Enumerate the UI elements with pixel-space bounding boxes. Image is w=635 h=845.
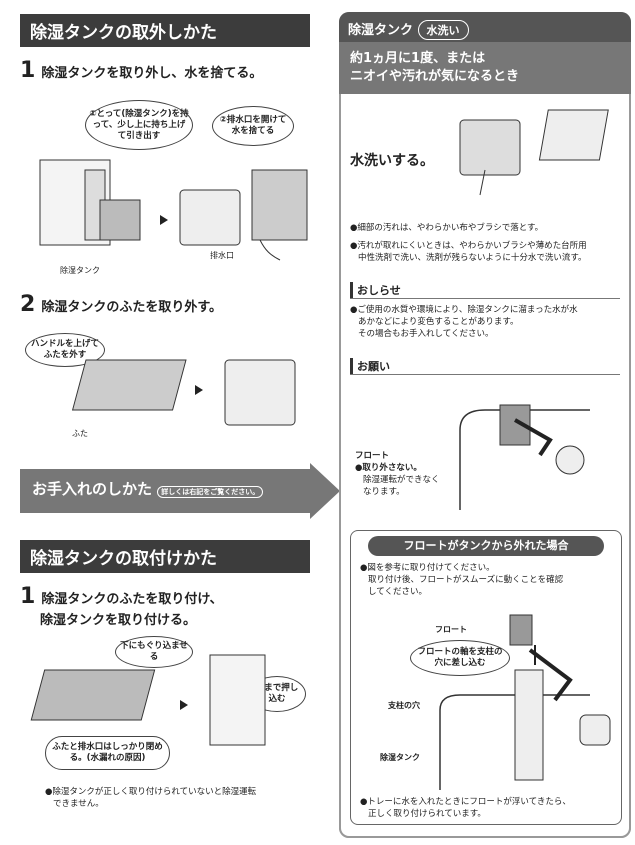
callout-open-drain: ②排水口を開けて水を捨てる [212,106,294,146]
float-detached-text: ●図を参考に取り付けてください。 取り付け後、フロートがスムーズに動くことを確認… [360,563,564,597]
wash-pill: 水洗い [417,20,469,40]
care-banner-note: 詳しくは右記をご覧ください。 [157,486,264,498]
notice-title: おしらせ [350,282,401,298]
request-title: お願い [350,358,390,374]
care-banner-arrow [20,463,340,519]
illus-wash [459,109,609,196]
label-lid: ふた [72,429,88,438]
bottom-note: ●除湿タンクが正しく取り付けられていないと除湿運転 できません。 [45,787,257,809]
request-rule [350,374,620,375]
wash-heading: 水洗いする。 [350,153,434,169]
remove-section-title: 除湿タンクの取外しかた [20,14,310,47]
illus-remove-tank [39,159,308,261]
float-note: フロート ●取り外さない。 除湿運転ができなく なります。 [355,451,440,497]
care-panel-header: 除湿タンク 水洗い [348,19,469,40]
box-tank-label: 除湿タンク [380,753,420,762]
illus-float-attach [439,614,611,790]
float-detached-box [350,530,622,825]
care-panel-header-bg [339,12,631,42]
attach-section-title: 除湿タンクの取付けかた [20,540,310,573]
callout-close-lid: ふたと排水口はしっかり閉める。(水漏れの原因) [45,736,170,770]
float-detached-title: フロートがタンクから外れた場合 [368,536,604,556]
care-banner: お手入れのしかた 詳しくは右記をご覧ください。 [32,478,264,499]
illus-float [459,404,590,510]
notice-rule [350,298,620,299]
box-float-label: フロート [435,625,467,634]
freq-bg [339,42,631,94]
freq-text: 約1ヵ月に1度、または ニオイや汚れが気になるとき [350,51,520,84]
callout-insert-shaft: フロートの軸を支柱の穴に差し込む [410,640,510,676]
illus-attach [30,654,266,746]
callout-slide-under: 下にもぐり込ませる [115,636,193,668]
label-drain: 排水口 [210,251,234,260]
box-pillar-label: 支柱の穴 [388,701,420,710]
illus-remove-lid [71,359,296,426]
box-bottom-note: ●トレーに水を入れたときにフロートが浮いてきたら、 正しく取り付けられています。 [360,797,571,819]
notice-text: ●ご使用の水質や環境により、除湿タンクに溜まった水が水 あかなどにより変色するこ… [350,305,578,339]
wash-bullets: ●細部の汚れは、やわらかい布やブラシで落とす。 ●汚れが取れにくいときは、やわら… [350,223,587,263]
callout-pull-tank: ①とって(除湿タンク)を持って、少し上に持ち上げて引き出す [85,100,193,150]
label-dehumid-tank: 除湿タンク [60,266,100,275]
